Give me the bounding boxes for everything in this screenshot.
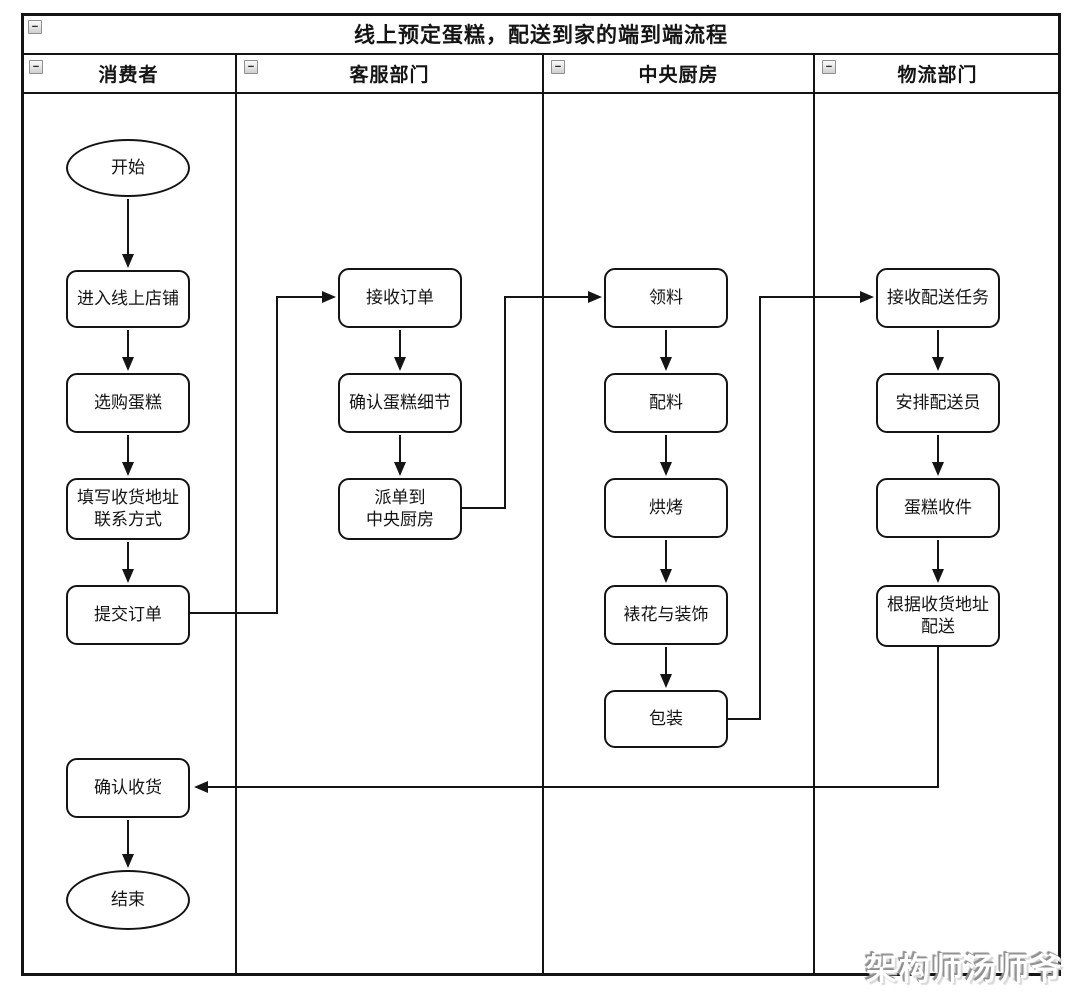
lane-label-customer-service: 客服部门 xyxy=(349,65,430,86)
node-confirm-receipt[interactable]: 确认收货 xyxy=(66,758,190,818)
node-deliver-by-address[interactable]: 根据收货地址 配送 xyxy=(876,585,1000,647)
watermark: 架构师汤师爷 xyxy=(866,952,1064,987)
node-enter-shop[interactable]: 进入线上店铺 xyxy=(66,270,190,328)
diagram-title-cell[interactable]: 线上预定蛋糕，配送到家的端到端流程 xyxy=(21,13,1061,55)
node-pickup-cake[interactable]: 蛋糕收件 xyxy=(876,478,1000,538)
lane-divider-3 xyxy=(813,53,815,976)
lane-header-customer-service[interactable]: 客服部门 xyxy=(236,55,543,92)
node-assign-courier[interactable]: 安排配送员 xyxy=(876,373,1000,433)
node-start[interactable]: 开始 xyxy=(66,139,190,197)
node-dispatch-kitchen[interactable]: 派单到 中央厨房 xyxy=(338,478,462,540)
lane-header-logistics[interactable]: 物流部门 xyxy=(814,55,1061,92)
diagram-title: 线上预定蛋糕，配送到家的端到端流程 xyxy=(354,24,728,47)
node-select-cake[interactable]: 选购蛋糕 xyxy=(66,373,190,433)
node-mix-ingredients[interactable]: 配料 xyxy=(604,373,728,433)
node-receive-order[interactable]: 接收订单 xyxy=(338,268,462,328)
title-row-divider xyxy=(21,53,1061,55)
lane-label-central-kitchen: 中央厨房 xyxy=(638,65,719,86)
lane-header-central-kitchen[interactable]: 中央厨房 xyxy=(543,55,814,92)
node-decorate[interactable]: 裱花与装饰 xyxy=(604,585,728,645)
lane-label-consumer: 消费者 xyxy=(98,65,159,86)
lane-divider-2 xyxy=(542,53,544,976)
collapse-icon-lane-central-kitchen[interactable]: − xyxy=(551,60,565,74)
collapse-icon-title[interactable]: − xyxy=(28,20,42,34)
lane-header-consumer[interactable]: 消费者 xyxy=(21,55,236,92)
node-receive-delivery-task[interactable]: 接收配送任务 xyxy=(876,268,1000,328)
lane-divider-1 xyxy=(235,53,237,976)
node-pack[interactable]: 包装 xyxy=(604,690,728,748)
header-row-divider xyxy=(21,92,1061,94)
collapse-icon-lane-customer-service[interactable]: − xyxy=(244,60,258,74)
node-pick-materials[interactable]: 领料 xyxy=(604,268,728,328)
node-end[interactable]: 结束 xyxy=(66,870,190,930)
node-bake[interactable]: 烘烤 xyxy=(604,478,728,538)
node-fill-address[interactable]: 填写收货地址 联系方式 xyxy=(66,478,190,540)
node-submit-order[interactable]: 提交订单 xyxy=(66,585,190,645)
collapse-icon-lane-logistics[interactable]: − xyxy=(822,60,836,74)
lane-label-logistics: 物流部门 xyxy=(897,65,978,86)
node-confirm-details[interactable]: 确认蛋糕细节 xyxy=(338,373,462,433)
collapse-icon-lane-consumer[interactable]: − xyxy=(29,60,43,74)
